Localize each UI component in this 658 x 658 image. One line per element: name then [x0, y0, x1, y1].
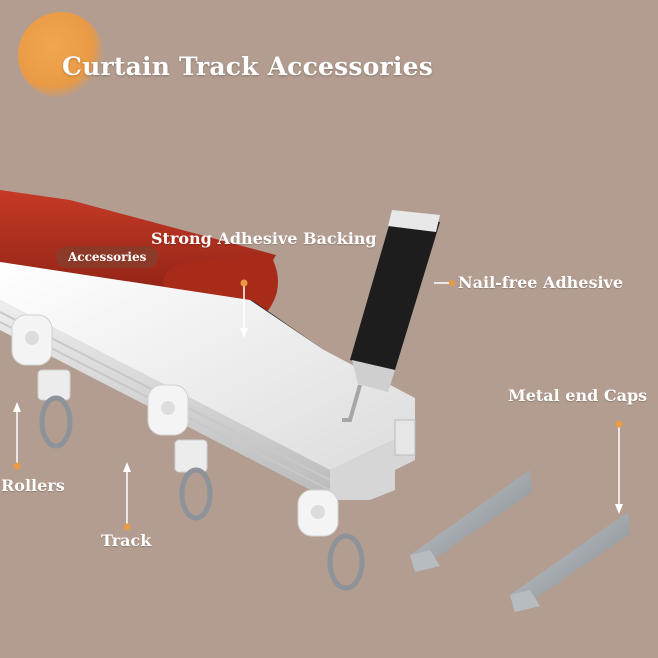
label-end-caps: Metal end Caps — [508, 386, 648, 405]
callout-track — [123, 462, 131, 531]
label-track: Track — [101, 531, 152, 550]
callout-nail-free — [434, 280, 455, 286]
callout-adhesive-backing — [240, 279, 248, 338]
decorative-sun-dot — [18, 12, 104, 98]
label-rollers: Rollers — [1, 476, 65, 495]
roller-3 — [297, 489, 365, 591]
roller-1 — [11, 314, 73, 449]
page-title: Curtain Track Accessories — [62, 52, 433, 81]
end-cap-2 — [510, 512, 630, 612]
adhesive-tube — [342, 210, 440, 422]
end-cap-1 — [410, 470, 532, 572]
label-adhesive-backing: Strong Adhesive Backing — [151, 229, 377, 248]
label-nail-free: Nail-free Adhesive — [458, 273, 624, 292]
accessories-badge: Accessories — [56, 246, 159, 268]
callout-end-caps — [615, 420, 623, 514]
callout-rollers — [13, 402, 21, 470]
roller-2 — [147, 384, 213, 521]
